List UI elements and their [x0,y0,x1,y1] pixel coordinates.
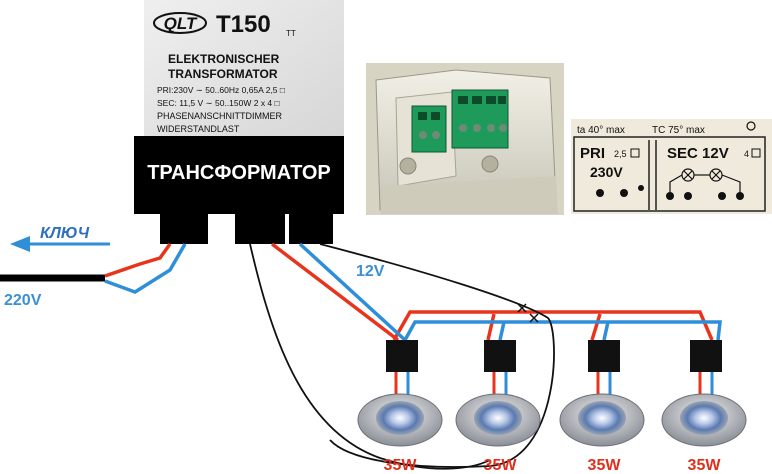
lamp-power-label: 35W [588,457,622,474]
lamp-power-label: 35W [384,457,418,474]
output-voltage-label: 12V [356,263,385,280]
output-wiring: 12V [249,242,722,470]
input-wiring: КЛЮЧ 220V [0,225,187,309]
lamp-connector [588,340,620,372]
logo-text: QLT [164,14,198,33]
qlt-logo: QLT [153,12,207,34]
black-wire-return [249,243,491,470]
transformer-label-plate: QLT T150 TT ELEKTRONISCHER TRANSFORMATOR… [144,0,344,140]
plate-line: PHASENANSCHNITTDIMMER [157,111,283,121]
transformer-title: ТРАНСФОРМАТОР [147,162,331,184]
ta-rating: ta 40° max [577,125,625,136]
model-number: T150 [216,11,271,38]
sec-lamp-symbols [669,168,741,193]
output-terminal-block-1 [235,206,285,244]
model-suffix: TT [286,29,296,38]
wire-gauge-icon [630,148,640,158]
lamp-power-label: 35W [484,457,518,474]
input-terminal-block [160,206,208,244]
phase-wire-input [104,242,172,278]
input-voltage-label: 220V [4,292,42,309]
halogen-bulb-icon [578,401,626,435]
halogen-bulb-icon [680,401,728,435]
lamp-connector [690,340,722,372]
neutral-wire-input [104,243,187,294]
label-plate-background [144,0,344,140]
lamp-4: 35W [661,340,747,474]
lamp-group: 35W 35W 35W 35W [357,340,747,474]
wire-crossing-icon [517,303,539,323]
lamp-connector [386,340,418,372]
lamp-connector [484,340,516,372]
terminal-box-photo [366,63,564,215]
transformer-body [134,136,344,214]
transformer-block: ТРАНСФОРМАТОР [134,136,344,244]
sec-label: SEC 12V [667,145,729,162]
plate-line: SEC: 11,5 V ∼ 50..150W 2 x 4 □ [157,98,280,108]
neutral-wire-output [298,242,407,342]
key-label: КЛЮЧ [40,225,90,242]
lamp-3: 35W [559,340,645,474]
pri-gauge: 2,5 [614,149,627,159]
pri-voltage: 230V [590,164,623,180]
lamp-power-label: 35W [688,457,722,474]
key-arrow-icon [10,236,30,252]
pri-label: PRI [580,145,605,162]
degree-mark-icon [746,121,756,131]
sec-terminal-icons [666,192,744,200]
wire-gauge-icon [751,148,761,158]
tc-rating: TC 75° max [652,125,705,136]
output-terminal-block-2 [289,206,333,244]
plate-line: ELEKTRONISCHER [168,52,280,66]
spec-plate: ta 40° max TC 75° max PRI 2,5 230V SEC 1… [571,119,772,214]
pri-terminal-icons [596,185,644,197]
plate-line: PRI:230V ∼ 50..60Hz 0,65A 2,5 □ [157,85,285,95]
plate-line: TRANSFORMATOR [168,67,278,81]
phase-wire-output [270,242,400,342]
halogen-bulb-icon [474,401,522,435]
sec-gauge: 4 [744,149,749,159]
lamp-1: 35W [357,340,443,474]
green-terminal-block-small [411,105,447,153]
plate-line: WIDERSTANDLAST [157,124,240,134]
halogen-bulb-icon [376,401,424,435]
neutral-bus [403,320,722,341]
lamp-2: 35W [455,340,541,474]
